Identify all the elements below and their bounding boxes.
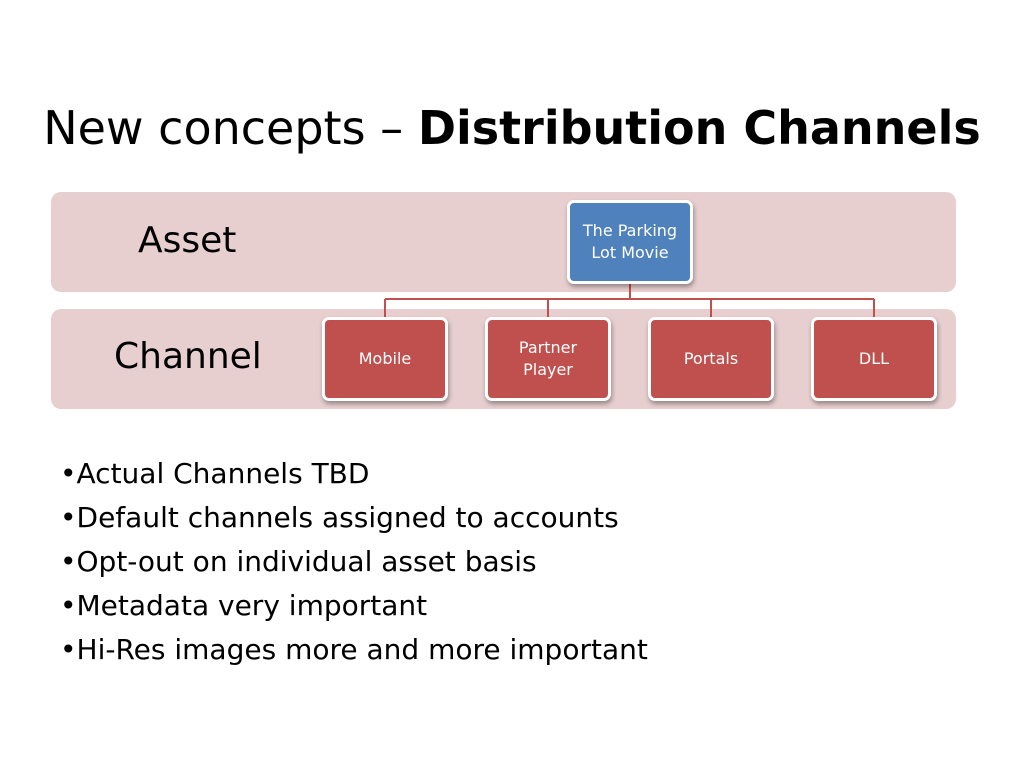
node-dll: DLL	[811, 317, 937, 401]
node-portals: Portals	[648, 317, 774, 401]
node-mobile-label: Mobile	[358, 349, 412, 368]
node-dll-label: DLL	[858, 349, 890, 368]
bullet-item: Default channels assigned to accounts	[60, 496, 648, 540]
node-the-parking-lot-movie: The Parking Lot Movie	[567, 200, 693, 284]
slide-title: New concepts – Distribution Channels	[0, 93, 1024, 163]
bullet-item: Opt-out on individual asset basis	[60, 540, 648, 584]
node-mobile: Mobile	[322, 317, 448, 401]
node-partner-player: Partner Player	[485, 317, 611, 401]
bullet-item: Hi-Res images more and more important	[60, 628, 648, 672]
node-portals-label: Portals	[683, 349, 739, 368]
node-root-label: The Parking Lot Movie	[582, 221, 678, 262]
node-partner-player-label: Partner Player	[518, 338, 578, 379]
channel-level-label: Channel	[114, 336, 262, 377]
asset-level-label: Asset	[138, 220, 237, 261]
slide-title-bold: Distribution Channels	[417, 100, 981, 155]
slide-title-normal: New concepts –	[43, 100, 418, 155]
asset-level-band	[51, 192, 956, 292]
bullet-item: Actual Channels TBD	[60, 452, 648, 496]
bullet-item: Metadata very important	[60, 584, 648, 628]
bullet-list: Actual Channels TBD Default channels ass…	[60, 452, 648, 672]
